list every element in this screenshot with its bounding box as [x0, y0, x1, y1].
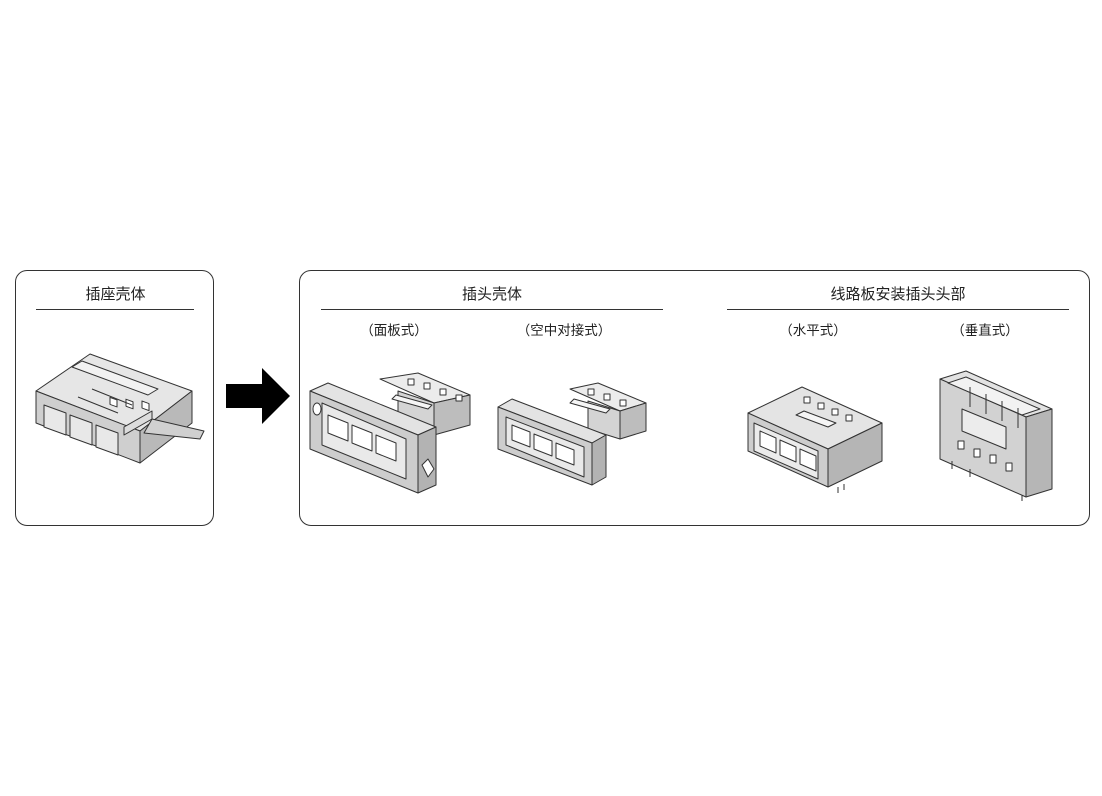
pcb-header-rule	[727, 309, 1069, 310]
socket-housing-illustration	[35, 353, 205, 464]
plug-housing-rule	[321, 309, 663, 310]
variant-label-panel-mount: （面板式）	[360, 323, 428, 339]
variant-label-horizontal: （水平式）	[779, 323, 847, 339]
panel-plug-illustration	[309, 372, 471, 494]
socket-housing-panel: 插座壳体	[15, 270, 214, 526]
horizontal-header-illustration	[747, 386, 883, 493]
vertical-header-illustration	[939, 370, 1053, 501]
plug-housing-panel: 插头壳体 线路板安装插头头部 （面板式） （空中对接式） （水平式） （垂直式）	[299, 270, 1090, 526]
arrow-right-icon	[226, 368, 290, 424]
plug-housing-title: 插头壳体	[461, 285, 522, 303]
variant-label-vertical: （垂直式）	[951, 323, 1019, 339]
socket-housing-rule	[36, 309, 194, 310]
pcb-header-title: 线路板安装插头头部	[830, 285, 966, 303]
variant-label-inline: （空中对接式）	[516, 323, 612, 339]
socket-housing-title: 插座壳体	[85, 285, 146, 303]
inline-plug-illustration	[497, 382, 647, 486]
